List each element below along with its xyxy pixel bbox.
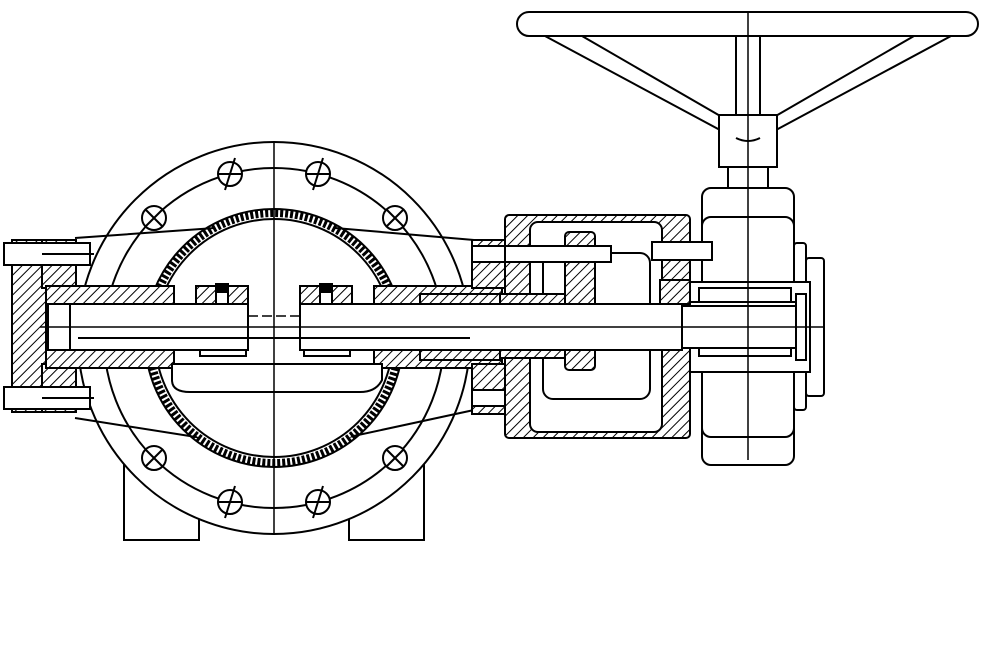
bolt-hole-icon [382, 205, 408, 231]
bolt-hole-icon [141, 205, 167, 231]
bolt-hole-icon [305, 485, 331, 519]
center-lines [40, 12, 824, 534]
bolt-hole-icon [217, 157, 243, 191]
bolt-hole-icon [141, 445, 167, 471]
bolt-hole-icon [382, 445, 408, 471]
bolt-hole-icon [217, 485, 243, 519]
bolt-hole-icon [305, 157, 331, 191]
bolt-holes [141, 157, 408, 519]
